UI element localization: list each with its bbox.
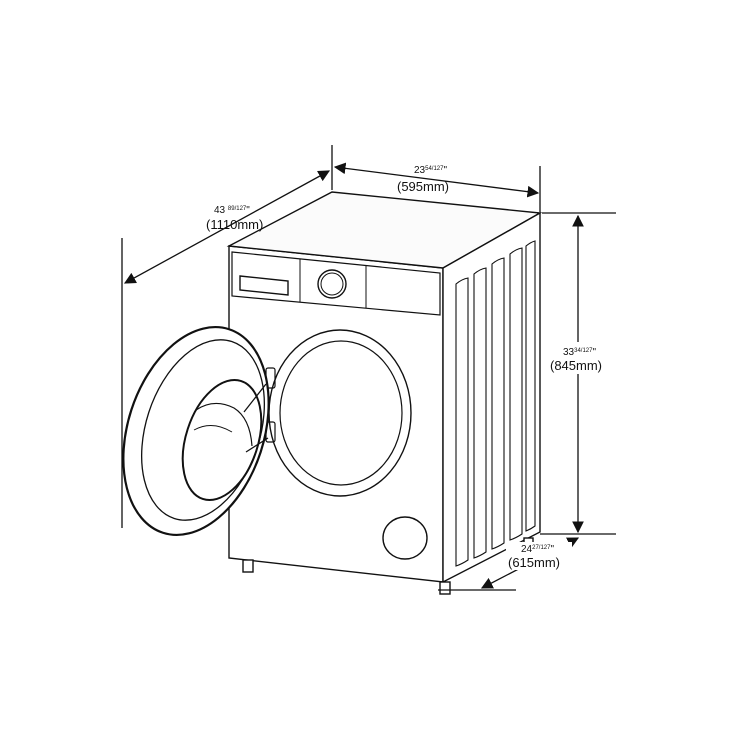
open-depth-label: 43 89/127" (1110mm) [206, 205, 263, 232]
program-dial-knob [317, 269, 347, 299]
open-depth-dimension-arrow [123, 170, 331, 284]
door-glass-bowl [181, 378, 263, 502]
width-inches: 2354/127" [414, 165, 447, 176]
height-mm: (845mm) [550, 358, 602, 373]
width-dimension-arrow [333, 162, 540, 198]
width-label: 2354/127" (595mm) [397, 165, 449, 194]
height-inches: 3334/127" [563, 347, 596, 358]
depth-label: 2427/127" (615mm) [506, 542, 572, 570]
filter-cap [382, 516, 428, 560]
machine-body [226, 191, 543, 595]
open-depth-inches: 43 89/127" [214, 205, 250, 216]
depth-mm: (615mm) [508, 555, 560, 570]
height-label: 3334/127" (845mm) [548, 342, 616, 374]
drum-opening [279, 340, 403, 486]
depth-inches: 2427/127" [521, 544, 554, 555]
open-door [122, 325, 270, 537]
width-mm: (595mm) [397, 179, 449, 194]
open-depth-mm: (1110mm) [206, 217, 263, 232]
